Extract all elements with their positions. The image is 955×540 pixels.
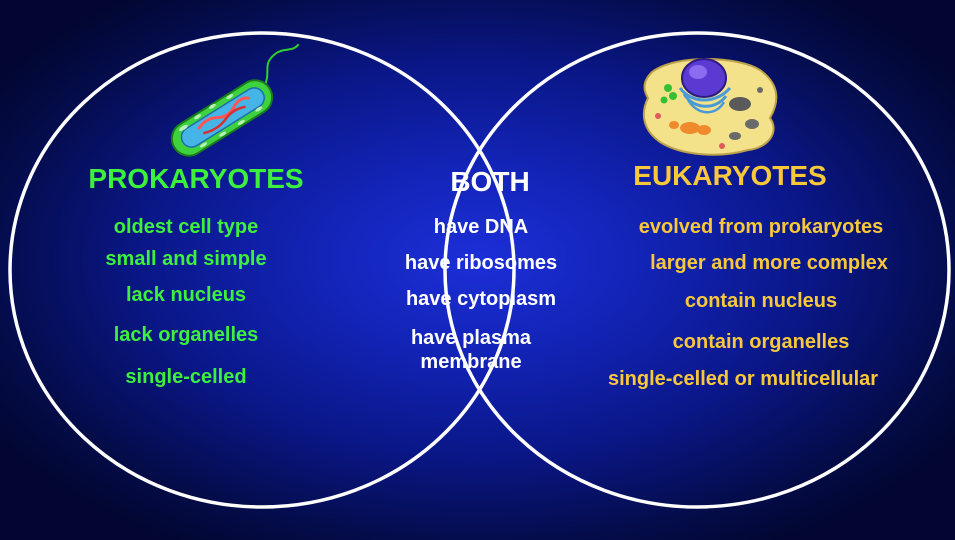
prokaryotes-circle bbox=[8, 31, 516, 509]
shared-trait: have cytoplasm bbox=[405, 288, 557, 310]
prokaryote-trait: lack nucleus bbox=[125, 284, 247, 306]
eukaryote-trait: evolved from prokaryotes bbox=[638, 216, 884, 238]
prokaryote-trait: oldest cell type bbox=[113, 216, 259, 238]
both-heading: BOTH bbox=[450, 166, 530, 197]
animal-cell-icon bbox=[642, 58, 778, 156]
prokaryote-trait: lack organelles bbox=[113, 324, 259, 346]
eukaryote-trait: contain organelles bbox=[672, 331, 850, 353]
prokaryote-trait: small and simple bbox=[105, 248, 267, 270]
bacterium-icon bbox=[170, 43, 300, 157]
eukaryotes-circle bbox=[443, 31, 951, 509]
eukaryote-trait: single-celled or multicellular bbox=[607, 368, 879, 390]
eukaryote-trait: larger and more complex bbox=[650, 252, 888, 274]
shared-trait: have DNA bbox=[433, 216, 529, 238]
eukaryotes-heading: EUKARYOTES bbox=[633, 160, 827, 191]
shared-trait: have ribosomes bbox=[404, 252, 558, 274]
prokaryote-trait: single-celled bbox=[125, 366, 247, 388]
eukaryote-trait: contain nucleus bbox=[684, 290, 838, 312]
prokaryotes-heading: PROKARYOTES bbox=[88, 163, 304, 194]
shared-trait: have plasma membrane bbox=[410, 327, 532, 373]
